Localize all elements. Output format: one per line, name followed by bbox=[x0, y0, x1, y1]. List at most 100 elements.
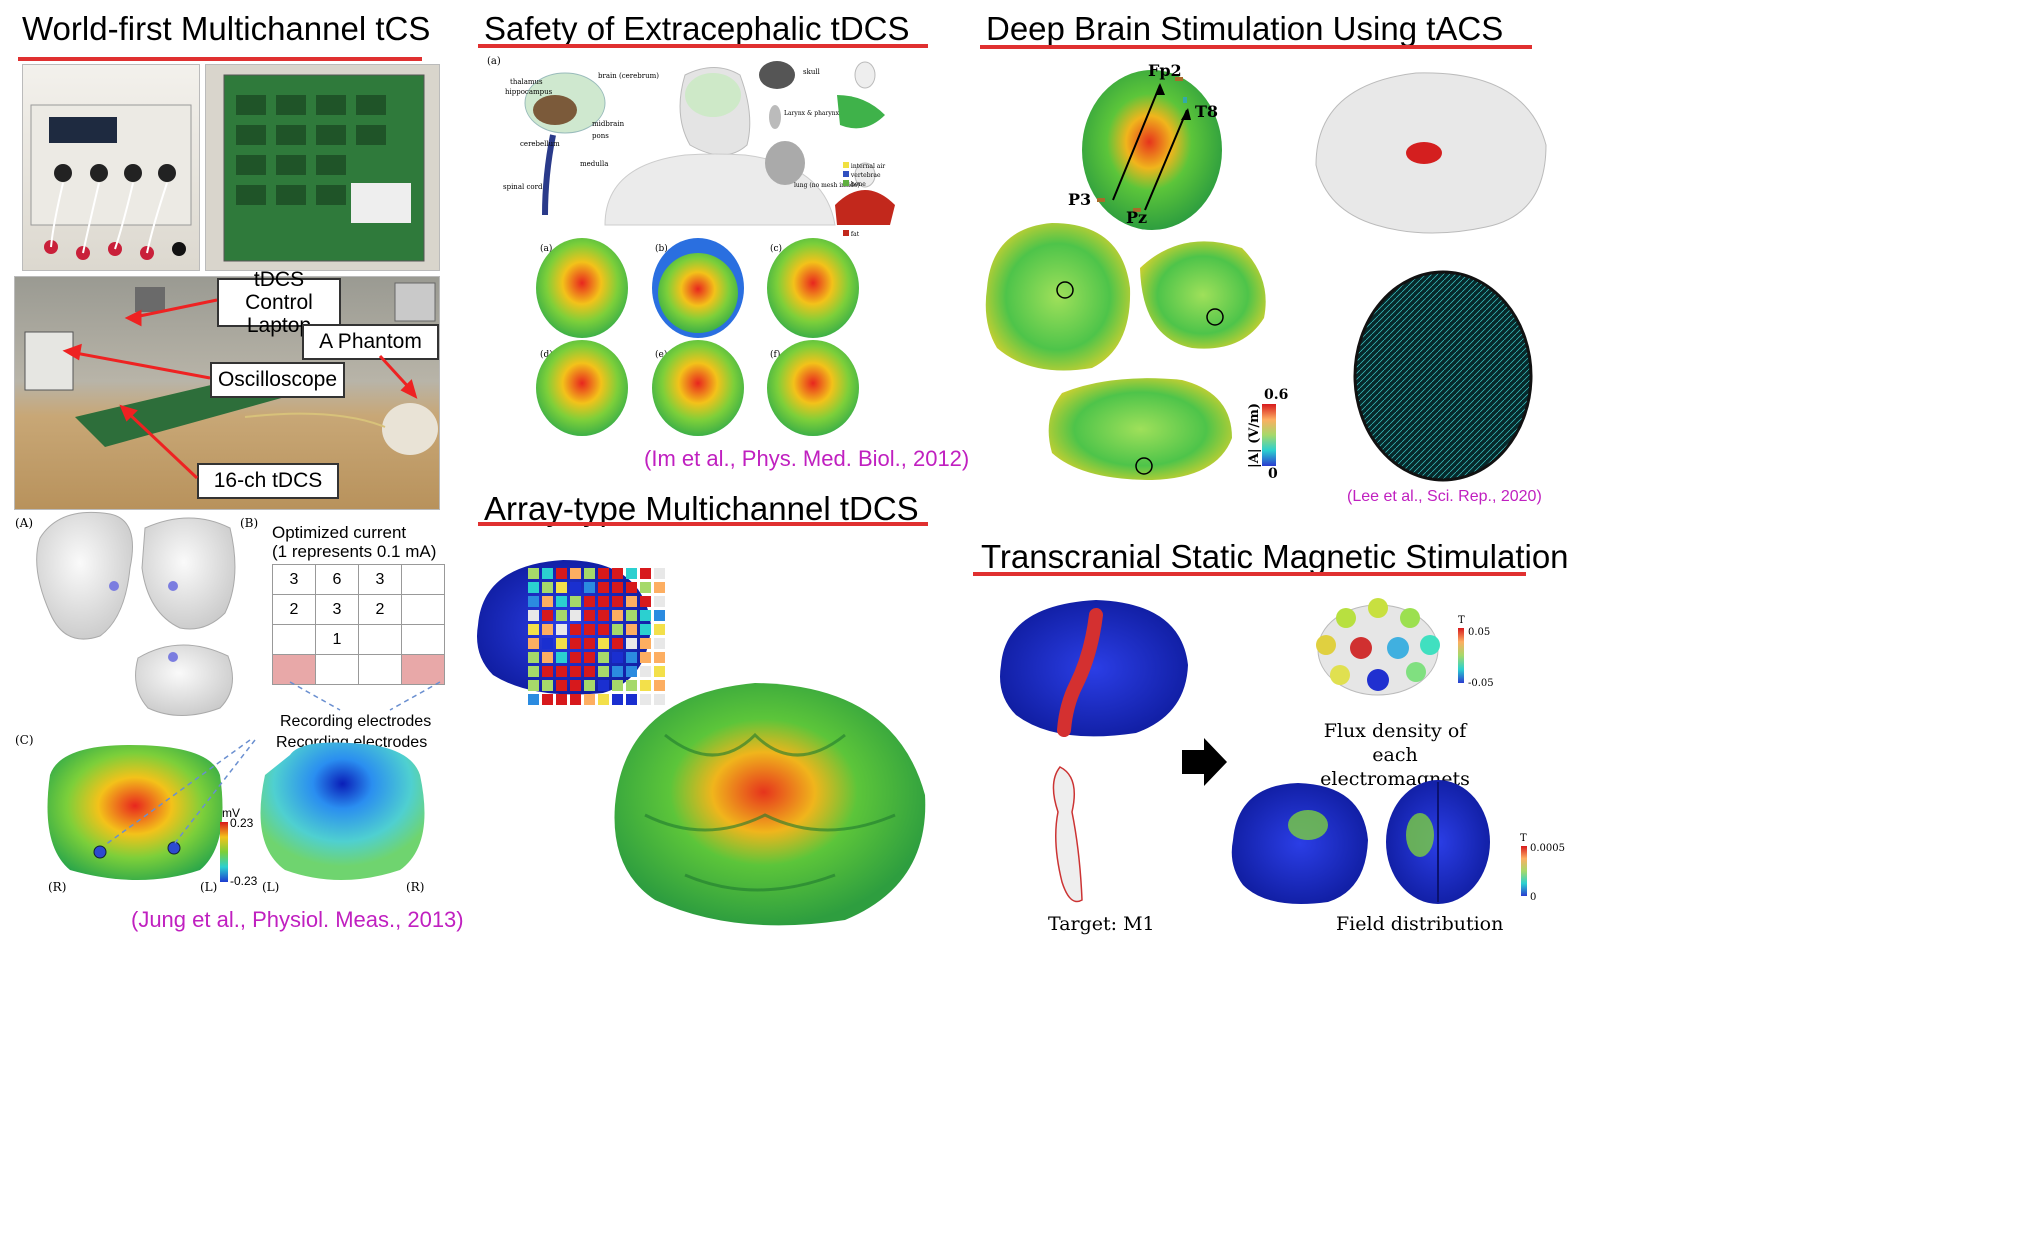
colorbar-label: |A| (V/m) bbox=[1246, 403, 1262, 468]
electrode-cell bbox=[598, 666, 609, 677]
electrode-cell bbox=[542, 610, 553, 621]
brain-field-slices bbox=[985, 223, 1266, 480]
grid-cell: 3 bbox=[315, 594, 359, 625]
electrode-cell bbox=[654, 694, 665, 705]
electrode-cell bbox=[556, 624, 567, 635]
electrode-cell bbox=[528, 624, 539, 635]
electrode-cell bbox=[640, 610, 651, 621]
electrode-cell bbox=[528, 694, 539, 705]
electrode-cell bbox=[584, 568, 595, 579]
electrode-cell bbox=[626, 680, 637, 691]
device-board-photo bbox=[205, 64, 440, 271]
tsms-title: Transcranial Static Magnetic Stimulation bbox=[981, 538, 1569, 575]
voltage-map-heads bbox=[47, 739, 425, 880]
array-title: Array-type Multichannel tDCS bbox=[484, 490, 919, 527]
deep-brain-colorbar bbox=[1262, 404, 1276, 466]
flux-unit: T bbox=[1458, 615, 1465, 626]
electrode-cell bbox=[654, 680, 665, 691]
flux-min: -0.05 bbox=[1468, 678, 1494, 689]
flux-colorbar bbox=[1458, 628, 1464, 683]
electrode-cell bbox=[584, 694, 595, 705]
electrode-cell bbox=[556, 568, 567, 579]
electrode-cell bbox=[626, 638, 637, 649]
array-field-brain bbox=[614, 683, 926, 926]
electrode-cell bbox=[584, 582, 595, 593]
electrode-cell bbox=[528, 666, 539, 677]
tsms-title-rule bbox=[973, 572, 1526, 576]
electrode-cell bbox=[612, 624, 623, 635]
electrode-cell bbox=[584, 652, 595, 663]
electrode-cell bbox=[556, 652, 567, 663]
extracephalic-anatomy-figure bbox=[524, 61, 895, 226]
mv-colorbar bbox=[220, 822, 228, 882]
electrode-cell bbox=[598, 582, 609, 593]
electrode-pz: Pz bbox=[1126, 208, 1148, 227]
anatomy-medulla: medulla bbox=[580, 160, 609, 168]
field-min: 0 bbox=[1530, 892, 1537, 903]
electrode-cell bbox=[528, 610, 539, 621]
electrode-cell bbox=[598, 596, 609, 607]
subpanel-label-f: (f) bbox=[770, 350, 781, 360]
electrode-cell bbox=[528, 652, 539, 663]
electrode-cell bbox=[612, 568, 623, 579]
label-oscilloscope: Oscilloscope bbox=[210, 362, 345, 398]
electrode-p3: P3 bbox=[1068, 190, 1092, 209]
deep-brain-title: Deep Brain Stimulation Using tACS bbox=[986, 10, 1504, 47]
electrode-cell bbox=[556, 694, 567, 705]
citation-lee: (Lee et al., Sci. Rep., 2020) bbox=[1347, 488, 1542, 505]
citation-im: (Im et al., Phys. Med. Biol., 2012) bbox=[644, 446, 970, 471]
electrode-cell bbox=[556, 596, 567, 607]
field-unit: T bbox=[1520, 833, 1527, 844]
electrode-cell bbox=[598, 680, 609, 691]
electrode-cell bbox=[640, 638, 651, 649]
field-distribution-brains bbox=[1231, 780, 1490, 904]
electrode-cell bbox=[570, 582, 581, 593]
electrode-cell bbox=[584, 680, 595, 691]
electrode-cell bbox=[640, 568, 651, 579]
side-label-r-left: (R) bbox=[48, 880, 67, 894]
electrode-array-grid bbox=[528, 568, 665, 705]
electrode-cell bbox=[556, 666, 567, 677]
electrode-cell bbox=[556, 610, 567, 621]
m1-target-brain bbox=[1000, 600, 1188, 737]
electrode-cell bbox=[570, 666, 581, 677]
electrode-cell bbox=[570, 610, 581, 621]
citation-jung: (Jung et al., Physiol. Meas., 2013) bbox=[131, 907, 464, 932]
electrode-cell bbox=[612, 680, 623, 691]
recording-electrode-cell bbox=[272, 654, 316, 685]
panel-label-a: (A) bbox=[15, 516, 34, 530]
electrode-cell bbox=[570, 694, 581, 705]
electrode-cell bbox=[584, 666, 595, 677]
electrode-cell bbox=[654, 666, 665, 677]
electrode-cell bbox=[626, 582, 637, 593]
glass-brain-target bbox=[1315, 72, 1547, 234]
electrode-cell bbox=[528, 568, 539, 579]
lab-callout-arrows bbox=[62, 298, 418, 480]
anatomy-pons: pons bbox=[592, 132, 609, 140]
grid-cell: 2 bbox=[272, 594, 316, 625]
electrode-cell bbox=[612, 610, 623, 621]
extracephalic-panel-a: (a) bbox=[487, 56, 501, 67]
electrode-cell bbox=[654, 624, 665, 635]
electrode-cell bbox=[598, 624, 609, 635]
device-front-photo bbox=[22, 64, 200, 271]
electrode-cell bbox=[584, 624, 595, 635]
grid-cell bbox=[358, 624, 402, 655]
field-caption: Field distribution bbox=[1336, 913, 1504, 935]
mv-unit: mV bbox=[222, 806, 240, 820]
label-a-phantom: A Phantom bbox=[302, 324, 439, 360]
electrode-cell bbox=[598, 694, 609, 705]
extracephalic-field-maps bbox=[536, 238, 859, 436]
mv-min: -0.23 bbox=[230, 874, 258, 888]
extracephalic-title: Safety of Extracephalic tDCS bbox=[484, 10, 910, 47]
anatomy-midbrain: midbrain bbox=[592, 120, 625, 128]
anatomy-cerebellum: cerebellum bbox=[520, 140, 560, 148]
subpanel-label-a: (a) bbox=[540, 244, 553, 254]
electrode-cell bbox=[570, 624, 581, 635]
tacs-electrode-brain bbox=[1082, 70, 1222, 230]
grid-cell: 2 bbox=[358, 594, 402, 625]
grid-cell: 3 bbox=[358, 564, 402, 595]
legend-fat: fat bbox=[843, 230, 859, 238]
electrode-cell bbox=[584, 638, 595, 649]
label-16ch-tdcs: 16-ch tDCS bbox=[197, 463, 339, 499]
